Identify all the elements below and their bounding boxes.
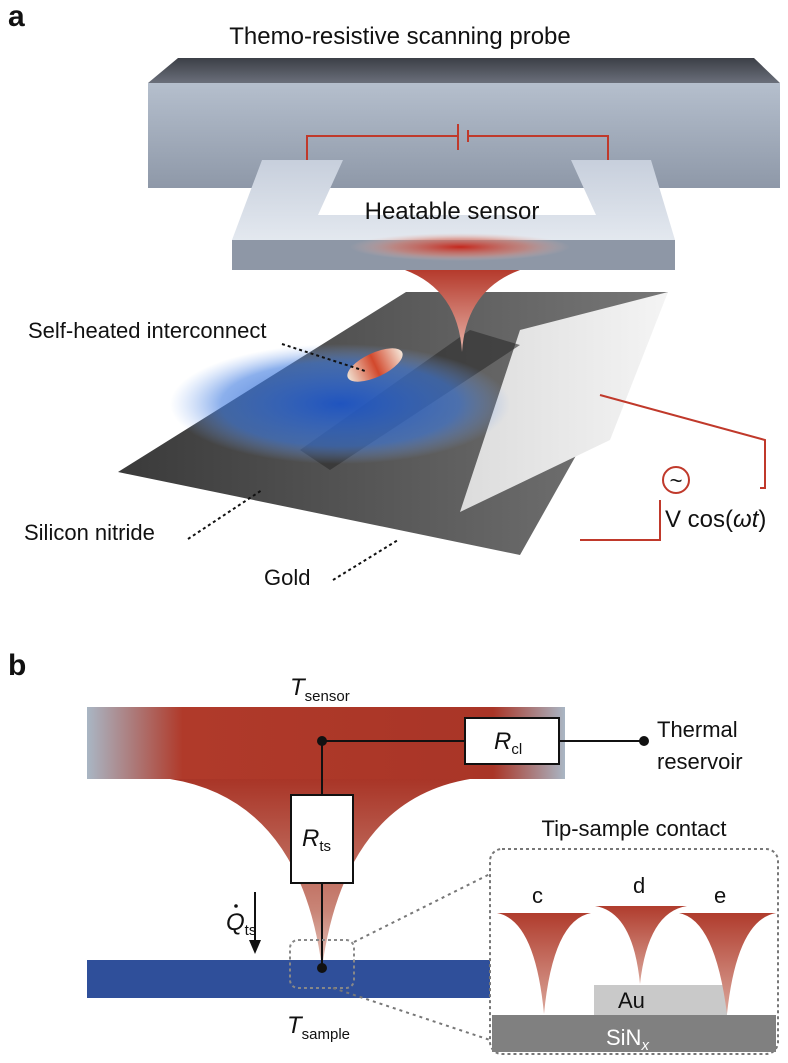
interconnect-label: Self-heated interconnect [28, 318, 267, 343]
voltage-label: V cos(ωt) [665, 506, 766, 533]
panel-a-letter: a [8, 0, 25, 33]
ac-source-icon: ~ [670, 468, 683, 493]
heater-circuit [306, 124, 609, 160]
r-cl-label: Rcl [494, 728, 522, 758]
ac-circuit [580, 394, 766, 541]
q-dot-mark [234, 904, 238, 908]
inset-title: Tip-sample contact [541, 816, 726, 841]
t-sample-label: Tsample [287, 1012, 350, 1043]
zoom-box [289, 939, 355, 989]
nitride-leader [187, 489, 263, 540]
heat-flux-arrow [249, 892, 261, 954]
tip-c [497, 913, 591, 1014]
probe-title: Themo-resistive scanning probe [229, 23, 571, 50]
tip-d-label: d [633, 873, 645, 898]
zoom-leader-top [353, 873, 491, 943]
reservoir-label-line1: Thermal [657, 717, 738, 742]
r-ts-label: Rts [302, 825, 331, 855]
node-sample [317, 963, 327, 973]
interconnect-leader [281, 343, 366, 372]
sample-bar [87, 960, 491, 998]
cantilever [232, 160, 675, 270]
au-layer [594, 985, 727, 1015]
tip-c-label: c [532, 883, 543, 908]
node-reservoir [639, 736, 649, 746]
heatable-sensor-label: Heatable sensor [365, 198, 540, 225]
sinx-layer [492, 1015, 776, 1052]
gold-label: Gold [264, 565, 310, 590]
probe-tip [405, 270, 520, 352]
tip-e [679, 913, 776, 1014]
node-sensor [317, 736, 327, 746]
resistor-cl [464, 717, 560, 765]
panel-b-letter: b [8, 649, 26, 682]
gold-leader [332, 539, 399, 581]
probe-body [148, 58, 780, 188]
reservoir-label-line2: reservoir [657, 749, 743, 774]
tip-d [595, 906, 687, 984]
q-ts-label: Qts [226, 909, 256, 939]
thermal-circuit-wires [321, 740, 644, 968]
t-sensor-label: Tsensor [290, 674, 350, 705]
sinx-label: SiNx [606, 1025, 649, 1054]
nitride-label: Silicon nitride [24, 520, 155, 545]
resistor-ts [290, 794, 354, 884]
sample-surface [118, 292, 668, 555]
au-label: Au [618, 988, 645, 1013]
tip-e-label: e [714, 883, 726, 908]
